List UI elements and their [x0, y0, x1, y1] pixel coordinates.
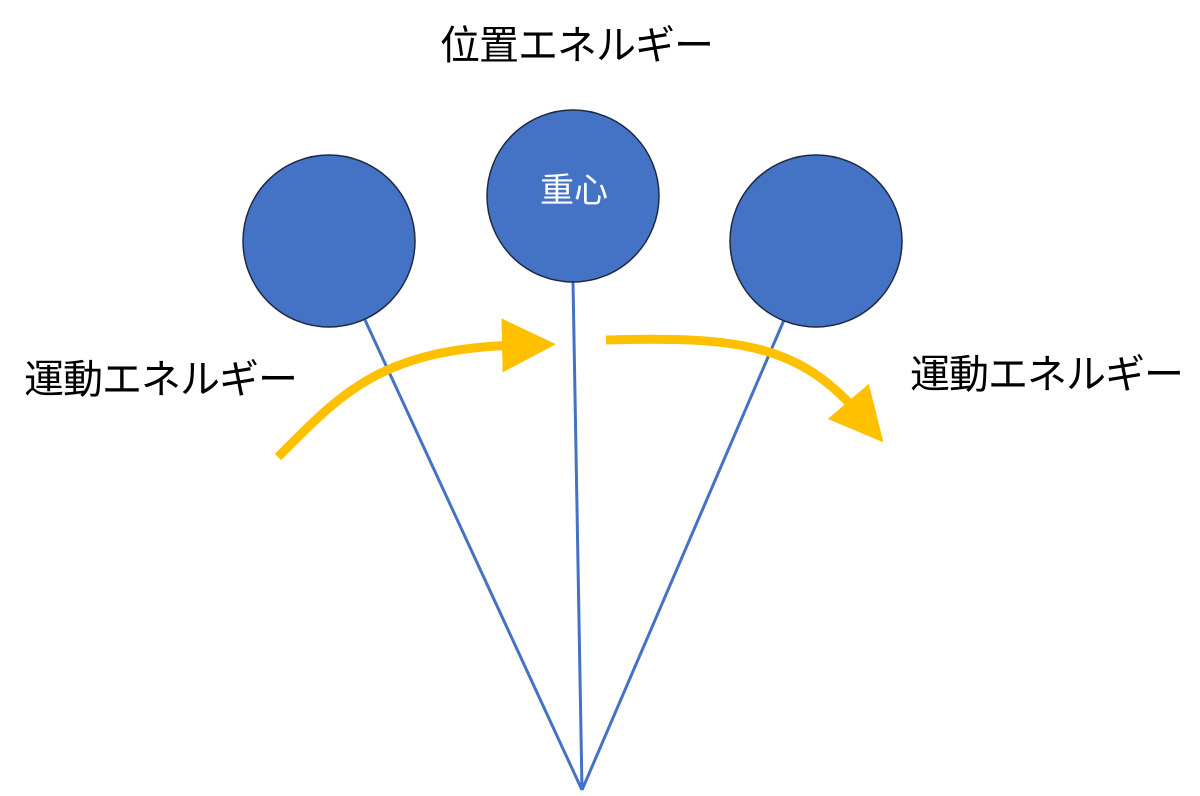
pendulum-bob-center [486, 109, 660, 283]
pendulum-string-left [363, 319, 584, 791]
pendulum-string-center [571, 281, 584, 791]
kinetic-energy-label-left: 運動エネルギー [24, 357, 298, 403]
energy-arrow-left [274, 318, 556, 461]
potential-energy-label: 位置エネルギー [440, 23, 714, 69]
pendulum-bob-right [729, 154, 903, 328]
energy-arrow-right [605, 334, 884, 443]
pendulum-bob-left [242, 154, 416, 328]
pendulum-string-right [580, 319, 786, 791]
center-of-gravity-label: 重心 [540, 171, 608, 211]
kinetic-energy-label-right: 運動エネルギー [910, 352, 1184, 398]
